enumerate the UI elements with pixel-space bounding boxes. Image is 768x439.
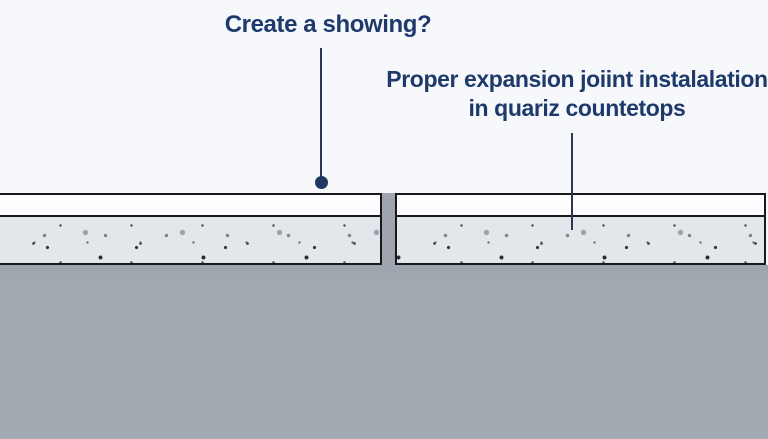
base-substrate bbox=[0, 265, 768, 439]
expansion-joint-gap bbox=[380, 193, 397, 267]
annotation-create-showing: Create a showing? bbox=[224, 11, 432, 38]
leader-dot bbox=[315, 176, 328, 189]
countertop-slab-left bbox=[0, 193, 382, 265]
slab-right-top-layer bbox=[397, 195, 764, 217]
countertop-slab-right bbox=[395, 193, 766, 265]
slab-left-quartz-layer bbox=[0, 217, 380, 263]
leader-line-left bbox=[320, 48, 322, 180]
leader-line-right bbox=[571, 133, 573, 230]
slab-right-quartz-layer bbox=[397, 217, 764, 263]
annotation-expansion-joint-title: Proper expansion joiint instalalation in… bbox=[386, 65, 768, 123]
slab-left-top-layer bbox=[0, 195, 380, 217]
annotation-line-1: Proper expansion joiint instalalation bbox=[386, 66, 768, 92]
annotation-line-2: in quariz countetops bbox=[468, 95, 686, 121]
